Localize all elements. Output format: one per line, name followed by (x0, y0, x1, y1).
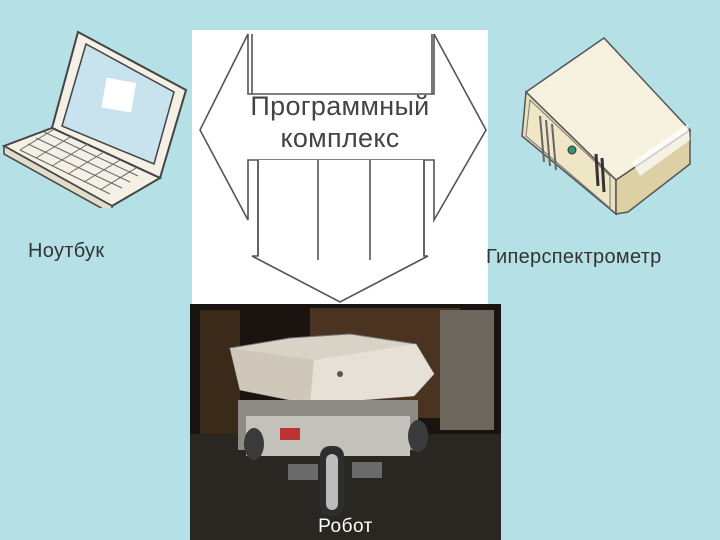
spectrometer-label: Гиперспектрометр (486, 246, 662, 268)
horizontal-double-arrow (199, 33, 487, 223)
hub-line-1: Программный (250, 91, 430, 121)
robot-illustration (190, 304, 501, 540)
desktop-computer-icon (521, 37, 692, 216)
arrow-shaft-top (251, 34, 433, 94)
software-complex-label: Программный комплекс (192, 90, 488, 154)
down-arrow-inner (257, 160, 425, 256)
laptop-icon (1, 30, 188, 208)
hub-line-2: комплекс (280, 123, 400, 153)
robot-photo: Робот (190, 304, 501, 540)
laptop-label: Ноутбук (28, 240, 105, 262)
bidirectional-arrow-graphic (199, 33, 487, 303)
robot-label: Робот (318, 516, 373, 537)
